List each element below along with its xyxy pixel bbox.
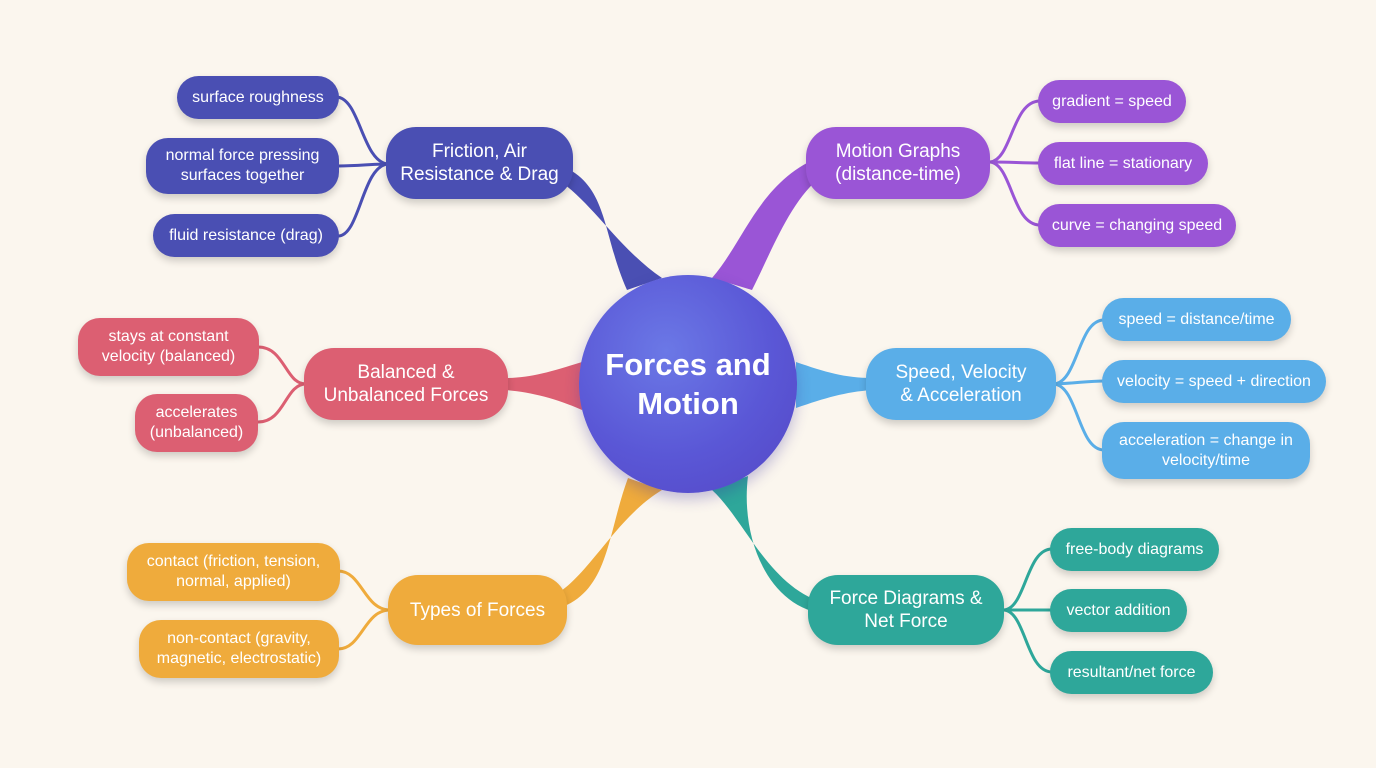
connector-types-leaf-1: [336, 608, 392, 651]
connector-friction-leaf-0: [334, 95, 390, 166]
branch-balanced: Balanced & Unbalanced Forces: [304, 348, 508, 420]
leaf-speed-0: speed = distance/time: [1102, 298, 1291, 341]
connector-friction-leaf-2: [336, 162, 390, 238]
connector-motion-leaf-0: [988, 99, 1042, 164]
leaf-motion-2: curve = changing speed: [1038, 204, 1236, 247]
leaf-motion-1: flat line = stationary: [1038, 142, 1208, 185]
connector-balanced-leaf-0: [256, 345, 308, 386]
connector-center-motion-graphs: [712, 156, 822, 290]
connector-types-leaf-0: [336, 569, 392, 612]
connector-center-types: [545, 478, 662, 612]
leaf-speed-1: velocity = speed + direction: [1102, 360, 1326, 403]
branch-speed: Speed, Velocity & Acceleration: [866, 348, 1056, 420]
center-node: Forces and Motion: [579, 275, 797, 493]
branch-types: Types of Forces: [388, 575, 567, 645]
branch-balanced-label: Balanced & Unbalanced Forces: [323, 362, 489, 406]
connector-center-speed: [796, 362, 872, 408]
leaf-balanced-1: accelerates (unbalanced): [135, 394, 258, 452]
leaf-force-2: resultant/net force: [1050, 651, 1213, 694]
leaf-force-0: free-body diagrams: [1050, 528, 1219, 571]
connector-center-friction: [550, 162, 662, 290]
branch-motion-graphs-label: Motion Graphs (distance-time): [835, 141, 961, 185]
branch-motion-graphs: Motion Graphs (distance-time): [806, 127, 990, 199]
leaf-types-1: non-contact (gravity, magnetic, electros…: [139, 620, 339, 678]
connector-balanced-leaf-1: [256, 382, 308, 424]
connector-speed-leaf-2: [1052, 382, 1106, 452]
branch-friction: Friction, Air Resistance & Drag: [386, 127, 573, 199]
connector-center-force-diagrams: [712, 476, 828, 614]
leaf-speed-2: acceleration = change in velocity/time: [1102, 422, 1310, 479]
branch-speed-label: Speed, Velocity & Acceleration: [895, 362, 1027, 406]
leaf-force-1: vector addition: [1050, 589, 1187, 632]
connector-motion-leaf-2: [988, 160, 1042, 227]
leaf-friction-2: fluid resistance (drag): [153, 214, 339, 257]
center-label: Forces and Motion: [605, 347, 771, 421]
connector-force-leaf-2: [1002, 608, 1054, 674]
connector-speed-leaf-0: [1052, 318, 1106, 386]
branch-force-diagrams: Force Diagrams & Net Force: [808, 575, 1004, 645]
branch-force-diagrams-label: Force Diagrams & Net Force: [829, 588, 983, 632]
leaf-balanced-0: stays at constant velocity (balanced): [78, 318, 259, 376]
connector-speed-leaf-1: [1052, 379, 1106, 386]
connector-force-leaf-0: [1002, 547, 1054, 612]
branch-types-label: Types of Forces: [409, 599, 546, 621]
leaf-motion-0: gradient = speed: [1038, 80, 1186, 123]
leaf-friction-0: surface roughness: [177, 76, 339, 119]
connector-motion-leaf-1: [988, 160, 1042, 165]
leaf-friction-1: normal force pressing surfaces together: [146, 138, 339, 194]
connector-center-balanced: [505, 362, 582, 410]
leaf-types-0: contact (friction, tension, normal, appl…: [127, 543, 340, 601]
branch-friction-label: Friction, Air Resistance & Drag: [400, 141, 559, 185]
